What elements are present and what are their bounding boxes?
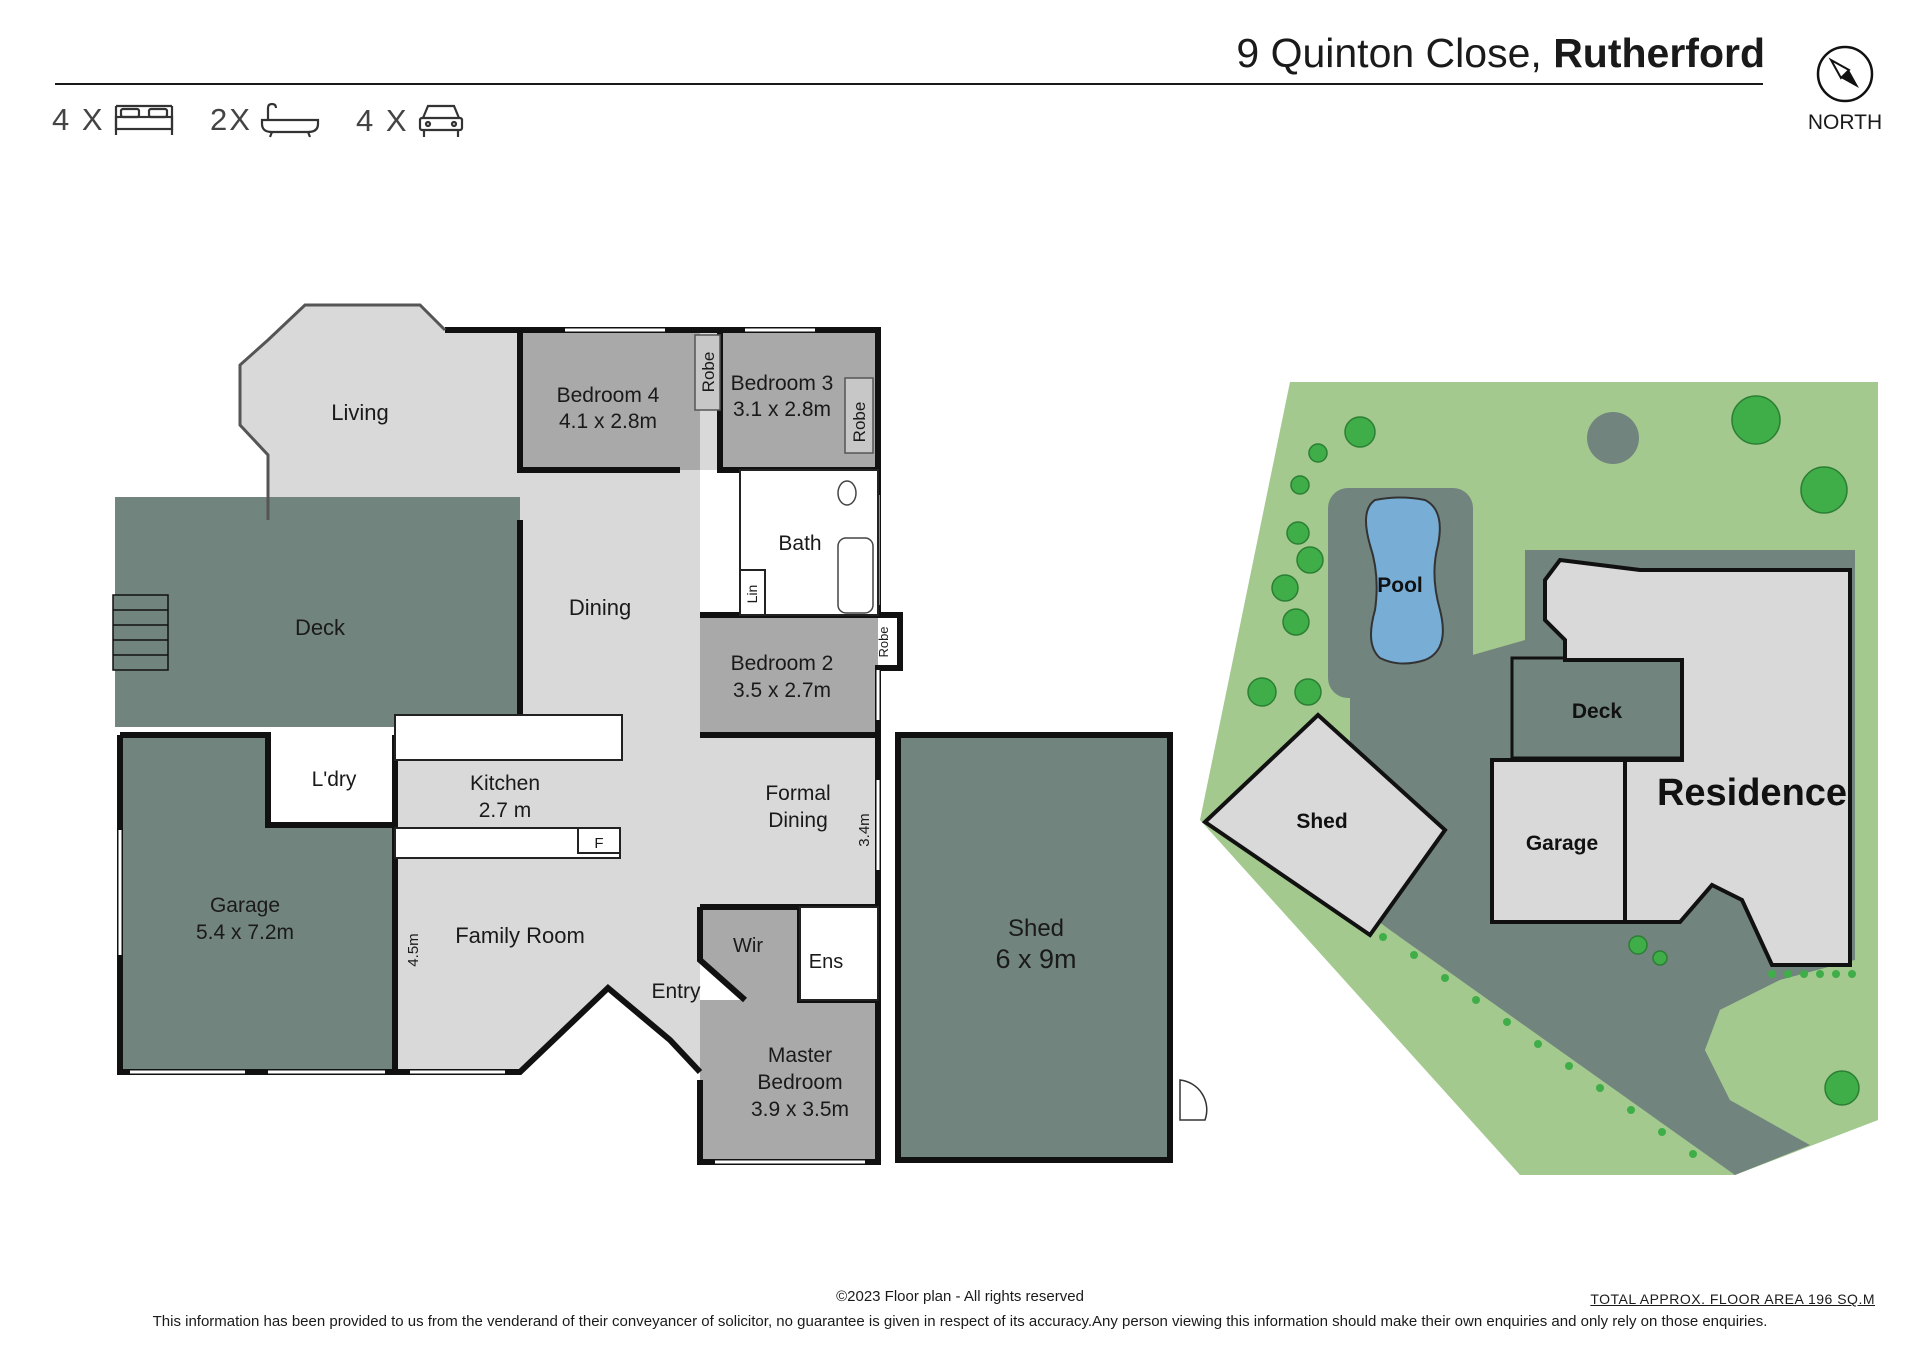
label-robe-bed2: Robe (876, 626, 891, 657)
footer-disclaimer: This information has been provided to us… (152, 1313, 1768, 1330)
wir-area (700, 907, 800, 1000)
label-entry: Entry (651, 980, 701, 1003)
compass-icon (1816, 45, 1874, 103)
bathtub-icon (260, 102, 320, 138)
shed-door (1179, 1079, 1208, 1121)
windows (118, 328, 880, 1164)
label-bedroom3-size: 3.1 x 2.8m (733, 398, 831, 421)
label-formal-dining-1: Formal (765, 782, 830, 805)
footer-total-area: TOTAL APPROX. FLOOR AREA 196 SQ.M (1590, 1291, 1875, 1307)
label-lin: Lin (744, 585, 760, 604)
label-master-2: Bedroom (757, 1071, 842, 1094)
label-bath: Bath (778, 532, 821, 555)
label-wir: Wir (733, 935, 763, 957)
site-label-shed: Shed (1296, 810, 1347, 833)
label-kitchen: Kitchen (470, 772, 540, 795)
label-bedroom4-size: 4.1 x 2.8m (559, 410, 657, 433)
label-laundry: L'dry (312, 768, 357, 791)
bedroom2-area (700, 615, 878, 735)
site-label-residence: Residence (1657, 772, 1847, 814)
site-label-pool: Pool (1377, 574, 1423, 597)
robe-bed4 (694, 334, 721, 411)
laundry-area (268, 735, 395, 825)
site-hedge (1379, 933, 1856, 1158)
label-shed: Shed (1008, 915, 1064, 942)
address-suburb: Rutherford (1553, 30, 1765, 76)
car-count: 4 X (356, 102, 465, 140)
label-garage-size: 5.4 x 7.2m (196, 921, 294, 944)
car-count-label: 4 X (356, 103, 409, 138)
label-garage: Garage (210, 894, 280, 917)
bed-icon (114, 104, 173, 135)
interior-floor (240, 305, 878, 1072)
header-rule (55, 83, 1763, 85)
property-address: 9 Quinton Close, Rutherford (1236, 30, 1765, 77)
address-street: 9 Quinton Close, (1236, 30, 1542, 76)
deck-stairs (112, 594, 169, 671)
site-label-deck: Deck (1572, 700, 1623, 723)
toilet (837, 480, 857, 506)
label-fridge: F (594, 835, 603, 852)
deck-upper (168, 497, 268, 527)
fridge (577, 827, 621, 854)
bath-count-label: 2X (210, 102, 252, 137)
label-robe-bed3: Robe (850, 402, 869, 443)
site-label-garage: Garage (1526, 832, 1598, 855)
bathtub (837, 537, 874, 614)
label-robe-bed4: Robe (699, 352, 718, 393)
ensuite (799, 906, 879, 1001)
label-master-1: Master (768, 1044, 832, 1067)
label-ens: Ens (809, 951, 843, 973)
label-living: Living (331, 400, 388, 425)
label-family-room: Family Room (455, 923, 585, 948)
robe-bed3 (844, 377, 874, 454)
kitchen-bench-top (394, 714, 623, 761)
site-pool (1365, 496, 1444, 665)
bed-count: 4 X (52, 102, 175, 138)
site-deck (1510, 656, 1684, 760)
bed-count-label: 4 X (52, 102, 105, 137)
label-bedroom2-size: 3.5 x 2.7m (733, 679, 831, 702)
master-bedroom-area (700, 907, 878, 1162)
label-bedroom2: Bedroom 2 (731, 652, 834, 675)
label-formal-dining-dim: 3.4m (856, 813, 873, 846)
label-shed-size: 6 x 9m (995, 944, 1076, 974)
site-water-tank (1587, 412, 1639, 464)
label-kitchen-size: 2.7 m (479, 799, 532, 822)
site-garage (1490, 758, 1627, 924)
north-label: NORTH (1807, 111, 1883, 134)
label-deck: Deck (295, 615, 346, 640)
bath-count: 2X (210, 102, 320, 138)
label-bedroom3: Bedroom 3 (731, 372, 834, 395)
lin-cupboard (739, 569, 766, 616)
label-family-room-dim: 4.5m (405, 933, 422, 966)
footer-copyright: ©2023 Floor plan - All rights reserved (836, 1288, 1084, 1305)
bedroom4-area (520, 330, 700, 470)
label-dining: Dining (569, 595, 631, 620)
label-formal-dining-2: Dining (768, 809, 828, 832)
north-indicator: NORTH (1800, 44, 1890, 135)
label-bedroom4: Bedroom 4 (557, 384, 660, 407)
living-walls (238, 303, 447, 520)
shed-area (898, 735, 1170, 1160)
deck-area (115, 497, 520, 727)
site-shed (1201, 712, 1448, 938)
label-master-size: 3.9 x 3.5m (751, 1098, 849, 1121)
car-icon (418, 104, 463, 137)
site-trees (1247, 395, 1860, 1106)
